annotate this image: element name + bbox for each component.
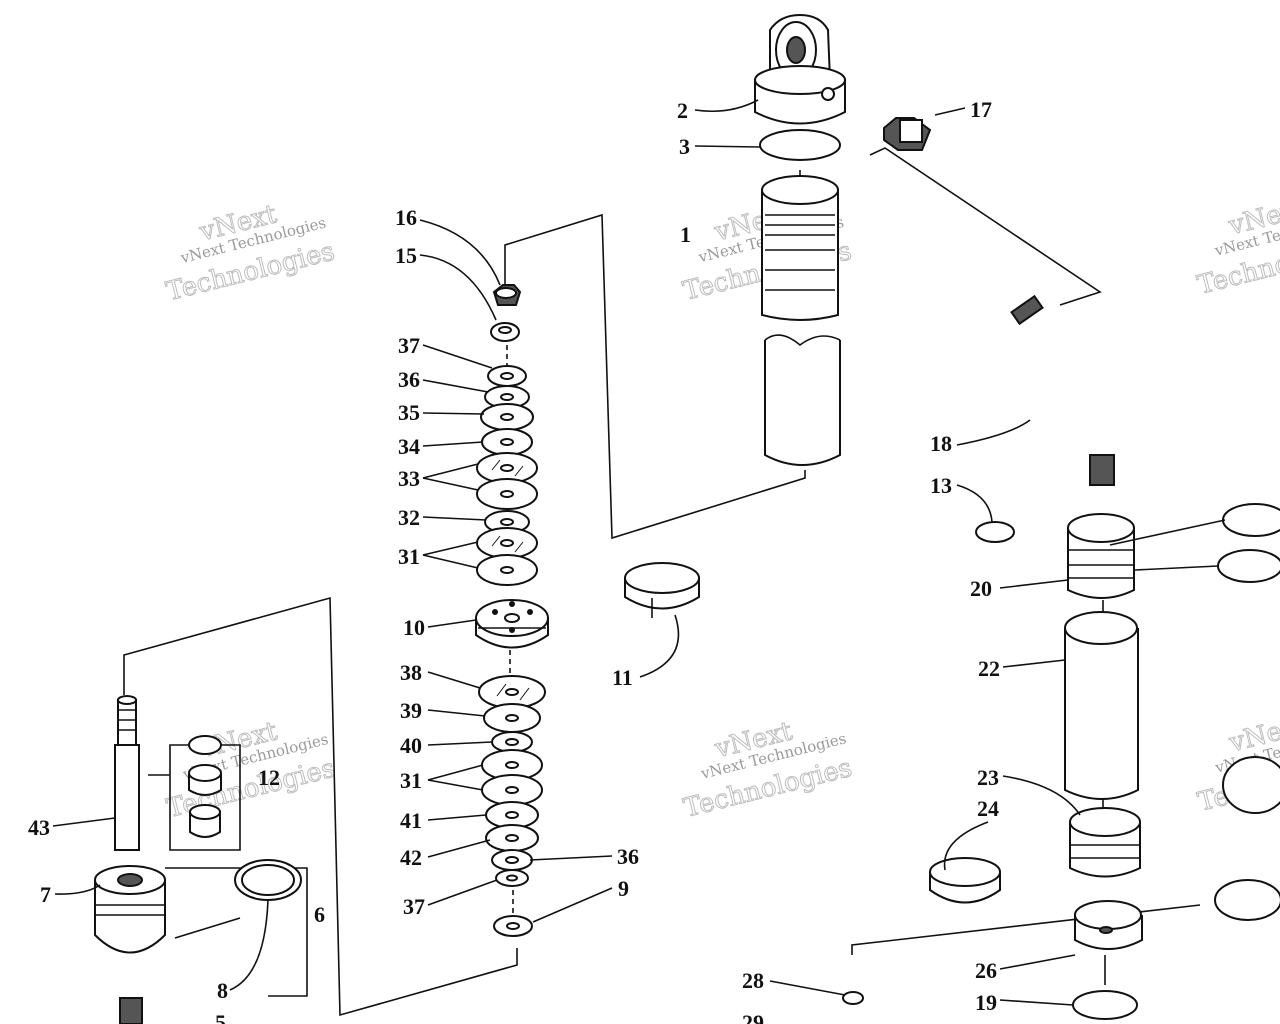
- callout-22: 22: [978, 656, 1000, 681]
- piston-10: [475, 599, 549, 649]
- callout-32: 32: [398, 505, 420, 530]
- callout-11: 11: [612, 665, 633, 690]
- callout-23: 23: [977, 765, 999, 790]
- callout-43: 43: [28, 815, 50, 840]
- callout-7: 7: [40, 882, 51, 907]
- callout-33: 33: [398, 466, 420, 491]
- rings-right-top: [1217, 503, 1280, 583]
- watermark: vNext vNext Technologies Technologies: [163, 199, 338, 308]
- callout-10: 10: [403, 615, 425, 640]
- callout-36b: 36: [617, 844, 639, 869]
- watermark: vNext vNext Technologies Technologies: [163, 716, 338, 825]
- callout-2: 2: [677, 98, 688, 123]
- callout-17: 17: [970, 97, 992, 122]
- callout-5: 5: [215, 1010, 226, 1024]
- callout-36: 36: [398, 367, 420, 392]
- callout-9: 9: [618, 876, 629, 901]
- o-ring-28: [842, 991, 864, 1005]
- rings-right-lower: [1214, 756, 1280, 921]
- callout-15: 15: [395, 243, 417, 268]
- eyelet-2: [754, 13, 846, 125]
- o-ring-19: [1072, 990, 1138, 1020]
- callout-41: 41: [400, 808, 422, 833]
- callout-40: 40: [400, 733, 422, 758]
- callout-6: 6: [314, 902, 325, 927]
- leader-lines: [52, 99, 1226, 1006]
- part-5: [119, 997, 143, 1024]
- callout-31: 31: [398, 544, 420, 569]
- callout-39: 39: [400, 698, 422, 723]
- callout-35: 35: [398, 400, 420, 425]
- ring-24: [929, 857, 1001, 904]
- shaft-43: [114, 695, 140, 851]
- washer-15: [490, 322, 520, 342]
- watermark: vNext vNext Technologies Technologies: [1194, 193, 1280, 301]
- callout-31b: 31: [400, 768, 422, 793]
- callout-12: 12: [258, 765, 280, 790]
- callout-13: 13: [930, 473, 952, 498]
- callout-42: 42: [400, 845, 422, 870]
- callout-18: 18: [930, 431, 952, 456]
- callout-37b: 37: [403, 894, 425, 919]
- callout-8: 8: [217, 978, 228, 1003]
- watermark: vNext vNext Technologies Technologies: [680, 716, 855, 824]
- callout-37: 37: [398, 333, 420, 358]
- callout-20: 20: [970, 576, 992, 601]
- fitting-17: [883, 117, 932, 151]
- callout-1: 1: [680, 222, 691, 247]
- o-ring-3: [759, 129, 841, 161]
- piston-20: [1067, 513, 1135, 599]
- seal-head-7: [94, 865, 166, 954]
- o-ring-13: [975, 521, 1015, 543]
- callout-labels: 16 15 37 36 35 34 33 32 31 10 11 38 39 4…: [28, 97, 1000, 1024]
- callout-24: 24: [977, 796, 999, 821]
- callout-26: 26: [975, 958, 997, 983]
- cylinder-1: [761, 175, 841, 466]
- washer-9: [493, 915, 533, 937]
- callout-28: 28: [742, 968, 764, 993]
- ring-11: [624, 562, 700, 618]
- callout-16: 16: [395, 205, 417, 230]
- callout-38: 38: [400, 660, 422, 685]
- callout-34: 34: [398, 434, 420, 459]
- o-ring-8: [234, 859, 302, 901]
- shim-stack-lower: [478, 675, 546, 887]
- cap-23: [1069, 807, 1141, 878]
- callout-19: 19: [975, 990, 997, 1015]
- nut-16: [492, 284, 522, 306]
- hose-18: [974, 294, 1115, 486]
- reservoir-22: [1064, 611, 1139, 800]
- bushings-12: [188, 735, 222, 838]
- callout-3: 3: [679, 134, 690, 159]
- cap-26: [1074, 900, 1143, 950]
- shim-stack-upper: [476, 365, 538, 586]
- callout-29: 29: [742, 1010, 764, 1024]
